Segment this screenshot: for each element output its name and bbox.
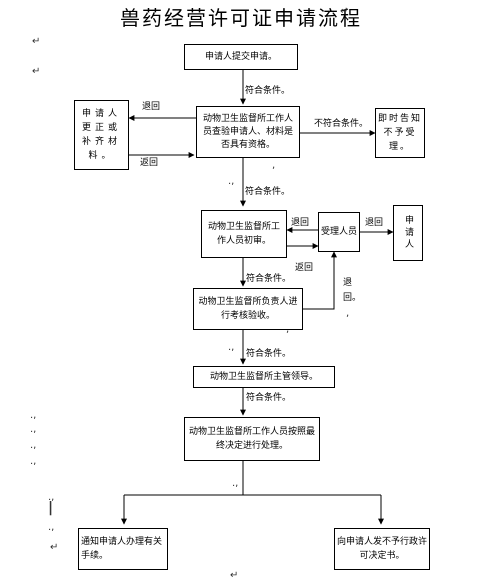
label-meets-4: 符合条件。 [246,349,292,359]
label-meets-3: 符合条件。 [246,274,292,284]
box-submit: 申请人提交申请。 [184,44,298,70]
paragraph-mark: ↵ [230,570,239,581]
box-grant: 通知申请人办理有关手续。 [78,528,168,570]
comma-mark: , [272,160,276,171]
label-return-side: 退回。 [343,276,361,306]
box-supplement-text: 申请人更正或补齐材料。 [81,109,121,161]
tick-mark: ., [48,522,55,533]
label-meets-2: 符合条件。 [245,187,291,197]
label-return-side-text: 退回。 [343,278,362,303]
box-process: 动物卫生监督所工作人员按照最终决定进行处理。 [184,417,320,461]
label-return-mid: 返回 [295,263,314,273]
tick-mark: ., [30,424,37,435]
tick-mark: ., [228,342,235,353]
paragraph-mark: ↵ [340,6,349,17]
box-supplement: 申请人更正或补齐材料。 [74,100,129,170]
paragraph-mark: ↵ [50,542,59,553]
box-review: 动物卫生监督所工作人员查验申请人、材料是否具有资格。 [196,106,300,158]
box-deny: 向申请人发不予行政许可决定书。 [334,528,430,570]
comma-mark: , [286,324,290,335]
paragraph-mark: ↵ [32,66,41,77]
tick-mark: ., [30,410,37,421]
tick-mark: ., [228,176,235,187]
tick-mark: ., [48,492,55,503]
box-applicant-text: 申请人 [403,215,413,251]
box-accept: 受理人员 [318,212,360,252]
box-notify: 即时告知不予受理。 [375,108,425,158]
label-meets-5: 符合条件。 [246,393,292,403]
box-applicant: 申请人 [393,205,423,261]
label-meets-1: 符合条件。 [245,86,291,96]
box-inspect: 动物卫生监督所负责人进行考核验收。 [193,288,303,330]
label-not-meet: 不符合条件。 [314,119,369,129]
label-return-bottom: 返回 [140,158,159,168]
arrow-inspect-accept [303,251,337,310]
tick-mark: ., [232,478,239,489]
page-title: 兽药经营许可证申请流程 [120,6,362,30]
label-return-applicant: 退回 [365,218,384,228]
tick-mark: ., [30,440,37,451]
box-leader: 动物卫生监督所主管领导。 [193,366,335,388]
label-return-accept: 退回 [291,218,310,228]
comma-mark: , [346,308,350,319]
label-return-top: 退回 [142,102,161,112]
text-cursor-mark: | [48,500,54,516]
box-initial: 动物卫生监督所工作人员初审。 [201,210,287,258]
tick-mark: ., [30,456,37,467]
paragraph-mark: ↵ [32,36,41,47]
